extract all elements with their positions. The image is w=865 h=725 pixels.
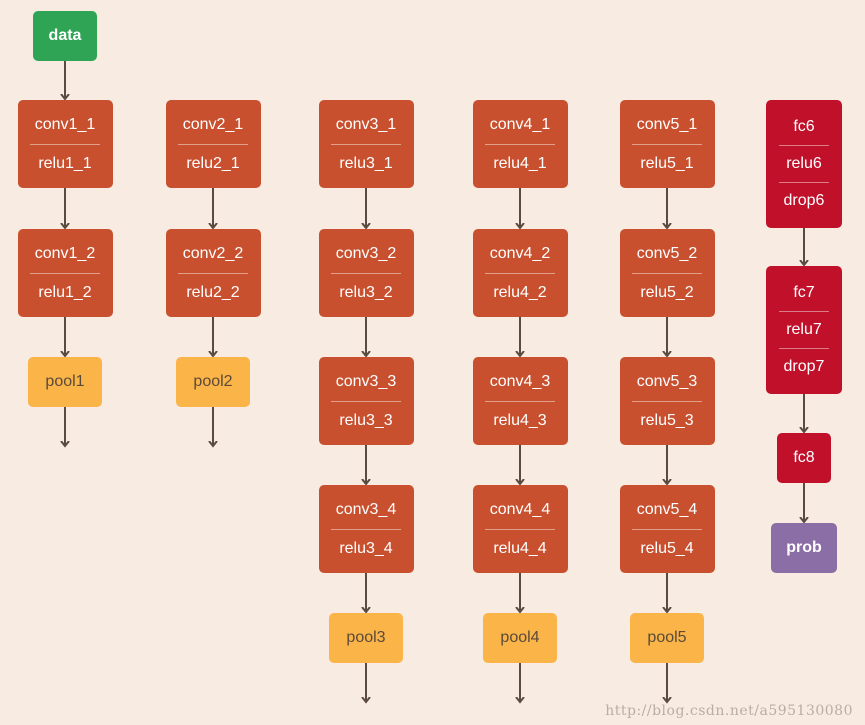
layer-label: relu6 [786, 155, 822, 172]
layer-divider [485, 528, 555, 530]
conv-block-conv4-3: conv4_3 relu4_3 [472, 357, 568, 445]
layer-divider [632, 400, 702, 402]
layer-label: pool1 [45, 373, 85, 390]
layer-label: relu1_1 [38, 154, 92, 172]
layer-label: fc8 [793, 449, 815, 466]
layer-label: relu5_2 [640, 283, 694, 301]
conv-block-conv3-2: conv3_2 relu3_2 [318, 229, 414, 317]
layer-label: relu5_3 [640, 411, 694, 429]
layer-label: conv1_1 [34, 115, 96, 133]
layer-label: relu2_2 [186, 283, 240, 301]
pool-node-pool4: pool4 [483, 613, 557, 663]
layer-label: relu4_4 [493, 539, 547, 557]
layer-divider [30, 272, 100, 274]
conv-block-conv1-1: conv1_1 relu1_1 [17, 100, 113, 188]
conv-block-conv1-2: conv1_2 relu1_2 [17, 229, 113, 317]
conv-block-conv2-2: conv2_2 relu2_2 [165, 229, 261, 317]
layer-label: data [48, 27, 82, 44]
layer-label: fc7 [793, 284, 815, 301]
layer-label: relu2_1 [186, 154, 240, 172]
layer-label: conv4_1 [489, 115, 551, 133]
fc-block-fc8: fc8 [777, 433, 831, 483]
layer-label: relu3_1 [339, 154, 393, 172]
pool-node-pool1: pool1 [28, 357, 102, 407]
layer-label: conv1_2 [34, 244, 96, 262]
layer-divider [30, 143, 100, 145]
layer-divider [331, 143, 401, 145]
layer-label: relu3_2 [339, 283, 393, 301]
conv-block-conv4-1: conv4_1 relu4_1 [472, 100, 568, 188]
layer-divider [485, 143, 555, 145]
layer-divider [331, 528, 401, 530]
layer-label: conv4_3 [489, 372, 551, 390]
layer-divider [178, 272, 248, 274]
conv-block-conv3-1: conv3_1 relu3_1 [318, 100, 414, 188]
layer-label: conv4_4 [489, 500, 551, 518]
layer-divider [485, 400, 555, 402]
layer-label: conv5_2 [636, 244, 698, 262]
layer-label: drop7 [783, 358, 825, 375]
layer-label: relu7 [786, 321, 822, 338]
layer-divider [331, 400, 401, 402]
layer-divider [632, 528, 702, 530]
layer-divider [331, 272, 401, 274]
layer-label: conv3_1 [335, 115, 397, 133]
layer-divider [632, 143, 702, 145]
layer-label: prob [786, 539, 822, 556]
layer-divider [779, 311, 829, 312]
layer-divider [178, 143, 248, 145]
layer-label: conv3_2 [335, 244, 397, 262]
layer-label: pool2 [193, 373, 233, 390]
layer-label: relu5_4 [640, 539, 694, 557]
layer-label: relu4_1 [493, 154, 547, 172]
layer-label: relu1_2 [38, 283, 92, 301]
conv-block-conv5-1: conv5_1 relu5_1 [619, 100, 715, 188]
layer-label: relu4_3 [493, 411, 547, 429]
layer-divider [779, 182, 829, 183]
layer-label: conv5_4 [636, 500, 698, 518]
data-input-node: data [33, 11, 97, 61]
conv-block-conv4-4: conv4_4 relu4_4 [472, 485, 568, 573]
layer-label: relu5_1 [640, 154, 694, 172]
prob-output-node: prob [771, 523, 837, 573]
conv-block-conv5-4: conv5_4 relu5_4 [619, 485, 715, 573]
layer-divider [779, 348, 829, 349]
layer-label: conv2_1 [182, 115, 244, 133]
pool-node-pool5: pool5 [630, 613, 704, 663]
layer-label: relu3_3 [339, 411, 393, 429]
pool-node-pool3: pool3 [329, 613, 403, 663]
pool-node-pool2: pool2 [176, 357, 250, 407]
layer-label: drop6 [783, 192, 825, 209]
layer-divider [485, 272, 555, 274]
layer-label: conv3_3 [335, 372, 397, 390]
layer-label: relu4_2 [493, 283, 547, 301]
conv-block-conv3-4: conv3_4 relu3_4 [318, 485, 414, 573]
conv-block-conv2-1: conv2_1 relu2_1 [165, 100, 261, 188]
conv-block-conv5-2: conv5_2 relu5_2 [619, 229, 715, 317]
layer-label: conv5_1 [636, 115, 698, 133]
fc-block-fc7: fc7 relu7 drop7 [766, 266, 842, 394]
layer-label: conv5_3 [636, 372, 698, 390]
layer-label: pool5 [647, 629, 687, 646]
layer-label: conv4_2 [489, 244, 551, 262]
layer-label: fc6 [793, 118, 815, 135]
layer-label: conv3_4 [335, 500, 397, 518]
fc-block-fc6: fc6 relu6 drop6 [766, 100, 842, 228]
layer-label: relu3_4 [339, 539, 393, 557]
conv-block-conv4-2: conv4_2 relu4_2 [472, 229, 568, 317]
layer-label: pool4 [500, 629, 540, 646]
layer-label: pool3 [346, 629, 386, 646]
conv-block-conv5-3: conv5_3 relu5_3 [619, 357, 715, 445]
layer-label: conv2_2 [182, 244, 244, 262]
watermark: http://blog.csdn.net/a595130080 [605, 703, 853, 719]
layer-divider [779, 145, 829, 146]
layer-divider [632, 272, 702, 274]
conv-block-conv3-3: conv3_3 relu3_3 [318, 357, 414, 445]
